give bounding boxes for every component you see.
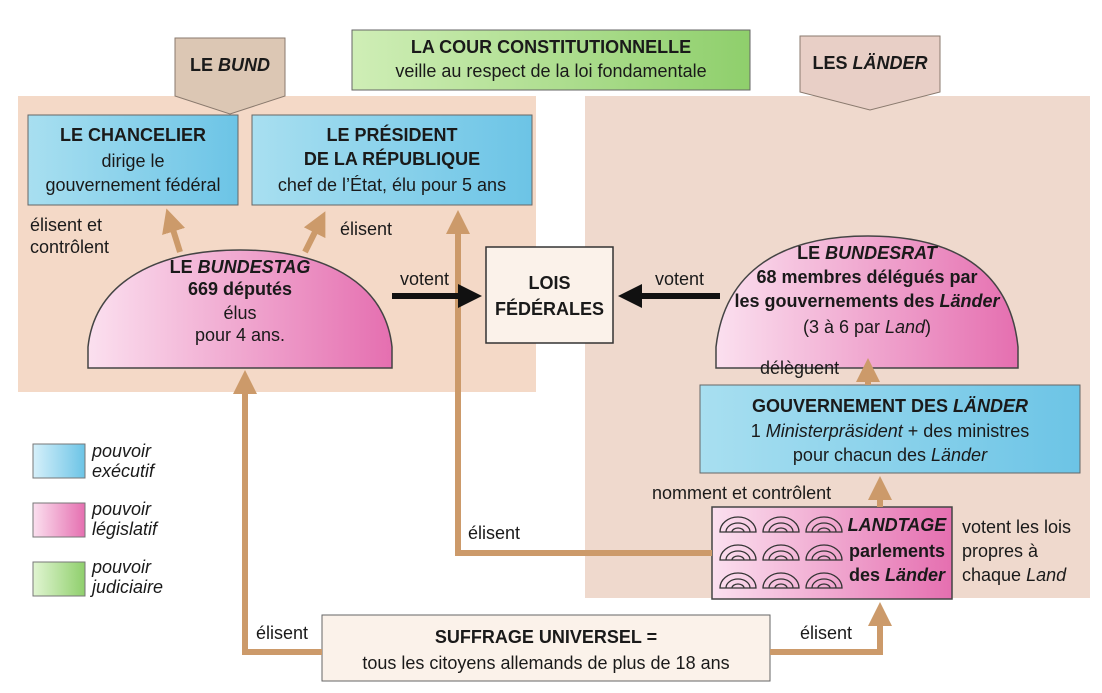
legend-judiciary-line2: judiciaire — [92, 577, 164, 597]
president-box — [251, 114, 533, 206]
hemicycle-icon — [805, 516, 843, 533]
gouvernement-box — [699, 384, 1081, 474]
legend-legislative-line1: pouvoir — [92, 499, 152, 519]
landtage-line2: des Länder — [848, 565, 946, 585]
chancelier-box — [27, 114, 239, 206]
arrow-bundestag-to-president — [302, 211, 326, 254]
landtage-title: LANDTAGE — [847, 515, 947, 535]
president-title2: DE LA RÉPUBLIQUE — [303, 149, 481, 169]
suffrage-line: tous les citoyens allemands de plus de 1… — [362, 653, 730, 673]
label-elisent-president: élisent — [340, 219, 393, 239]
label-nomment: nomment et contrôlent — [652, 483, 832, 503]
suffrage-box — [321, 614, 771, 682]
hemicycle-icon — [762, 544, 800, 561]
bundestag-title: LE BUNDESTAG — [169, 257, 311, 277]
arrow-landtage-to-president — [446, 210, 712, 556]
landtage-line1: parlements — [848, 541, 946, 561]
hemicycle-icon — [719, 516, 757, 533]
president-line: chef de l’État, élu pour 5 ans — [277, 175, 507, 195]
bundesrat-line1: 68 membres délégués par — [756, 267, 978, 287]
legend-executive-line2: exécutif — [92, 461, 155, 481]
arrow-bundestag-to-chancelier — [162, 208, 186, 253]
legend-executive-line1: pouvoir — [92, 441, 152, 461]
chancelier-line2: gouvernement fédéral — [45, 175, 221, 195]
lander-tab — [799, 35, 941, 111]
bundestag-dome — [87, 249, 393, 369]
bund-tab-label: LE BUND — [189, 55, 270, 75]
suffrage-title: SUFFRAGE UNIVERSEL = — [434, 627, 658, 647]
hemicycle-icon — [719, 544, 757, 561]
legend-judiciary-line1: pouvoir — [92, 557, 152, 577]
hemicycle-icon — [762, 572, 800, 589]
chancelier-line1: dirige le — [101, 151, 165, 171]
votent-lois-line1: votent les lois — [962, 517, 1072, 537]
chancelier-title: LE CHANCELIER — [59, 125, 206, 145]
bundesrat-title: LE BUNDESRAT — [797, 243, 937, 263]
legend-swatch-judiciary — [32, 561, 86, 597]
label-elisent-bundestag: élisent — [256, 623, 309, 643]
label-elisent-suffrage-right: élisent — [800, 623, 853, 643]
court-title: LA COUR CONSTITUTIONNELLE — [410, 37, 692, 57]
hemicycle-icon — [805, 544, 843, 561]
president-title1: LE PRÉSIDENT — [326, 125, 458, 145]
bund-tab — [174, 37, 286, 115]
lander-tab-label: LES LÄNDER — [812, 53, 928, 73]
lois-line2: FÉDÉRALES — [494, 299, 604, 319]
gouvernement-title: GOUVERNEMENT DES LÄNDER — [751, 396, 1029, 416]
votent-lois-line3: chaque Land — [962, 565, 1067, 585]
hemicycle-icon — [762, 516, 800, 533]
hemicycle-icon — [805, 572, 843, 589]
lois-box — [485, 246, 614, 344]
hemicycle-icon — [719, 572, 757, 589]
bundestag-line2: pour 4 ans. — [194, 325, 286, 345]
label-elisent-controlent-2: contrôlent — [30, 237, 110, 257]
label-deleguent: délèguent — [760, 358, 840, 378]
bundestag-members: 669 députés — [187, 279, 293, 299]
legend-swatch-executive — [32, 443, 86, 479]
legend-swatch-legislative — [32, 502, 86, 538]
label-votent-right: votent — [655, 269, 705, 289]
label-elisent-controlent-1: élisent et — [30, 215, 103, 235]
gouvernement-line1: 1 Ministerpräsident + des ministres — [750, 421, 1030, 441]
hemicycle-icons — [719, 516, 843, 589]
bundesrat-line3: (3 à 6 par Land) — [802, 317, 932, 337]
legend-legislative-line2: législatif — [92, 519, 158, 539]
bundesrat-dome — [715, 235, 1019, 369]
bundesrat-line2: les gouvernements des Länder — [734, 291, 1000, 311]
bundestag-line1: élus — [223, 303, 257, 323]
votent-lois-line2: propres à — [962, 541, 1039, 561]
label-votent-left: votent — [400, 269, 450, 289]
gouvernement-line2: pour chacun des Länder — [792, 445, 988, 465]
arrow-suffrage-to-landtage — [770, 602, 892, 655]
court-box — [351, 29, 751, 91]
lois-line1: LOIS — [528, 273, 571, 293]
arrow-suffrage-to-bundestag — [233, 370, 322, 655]
court-subtitle: veille au respect de la loi fondamentale — [395, 61, 707, 81]
label-elisent-landtage: élisent — [468, 523, 521, 543]
